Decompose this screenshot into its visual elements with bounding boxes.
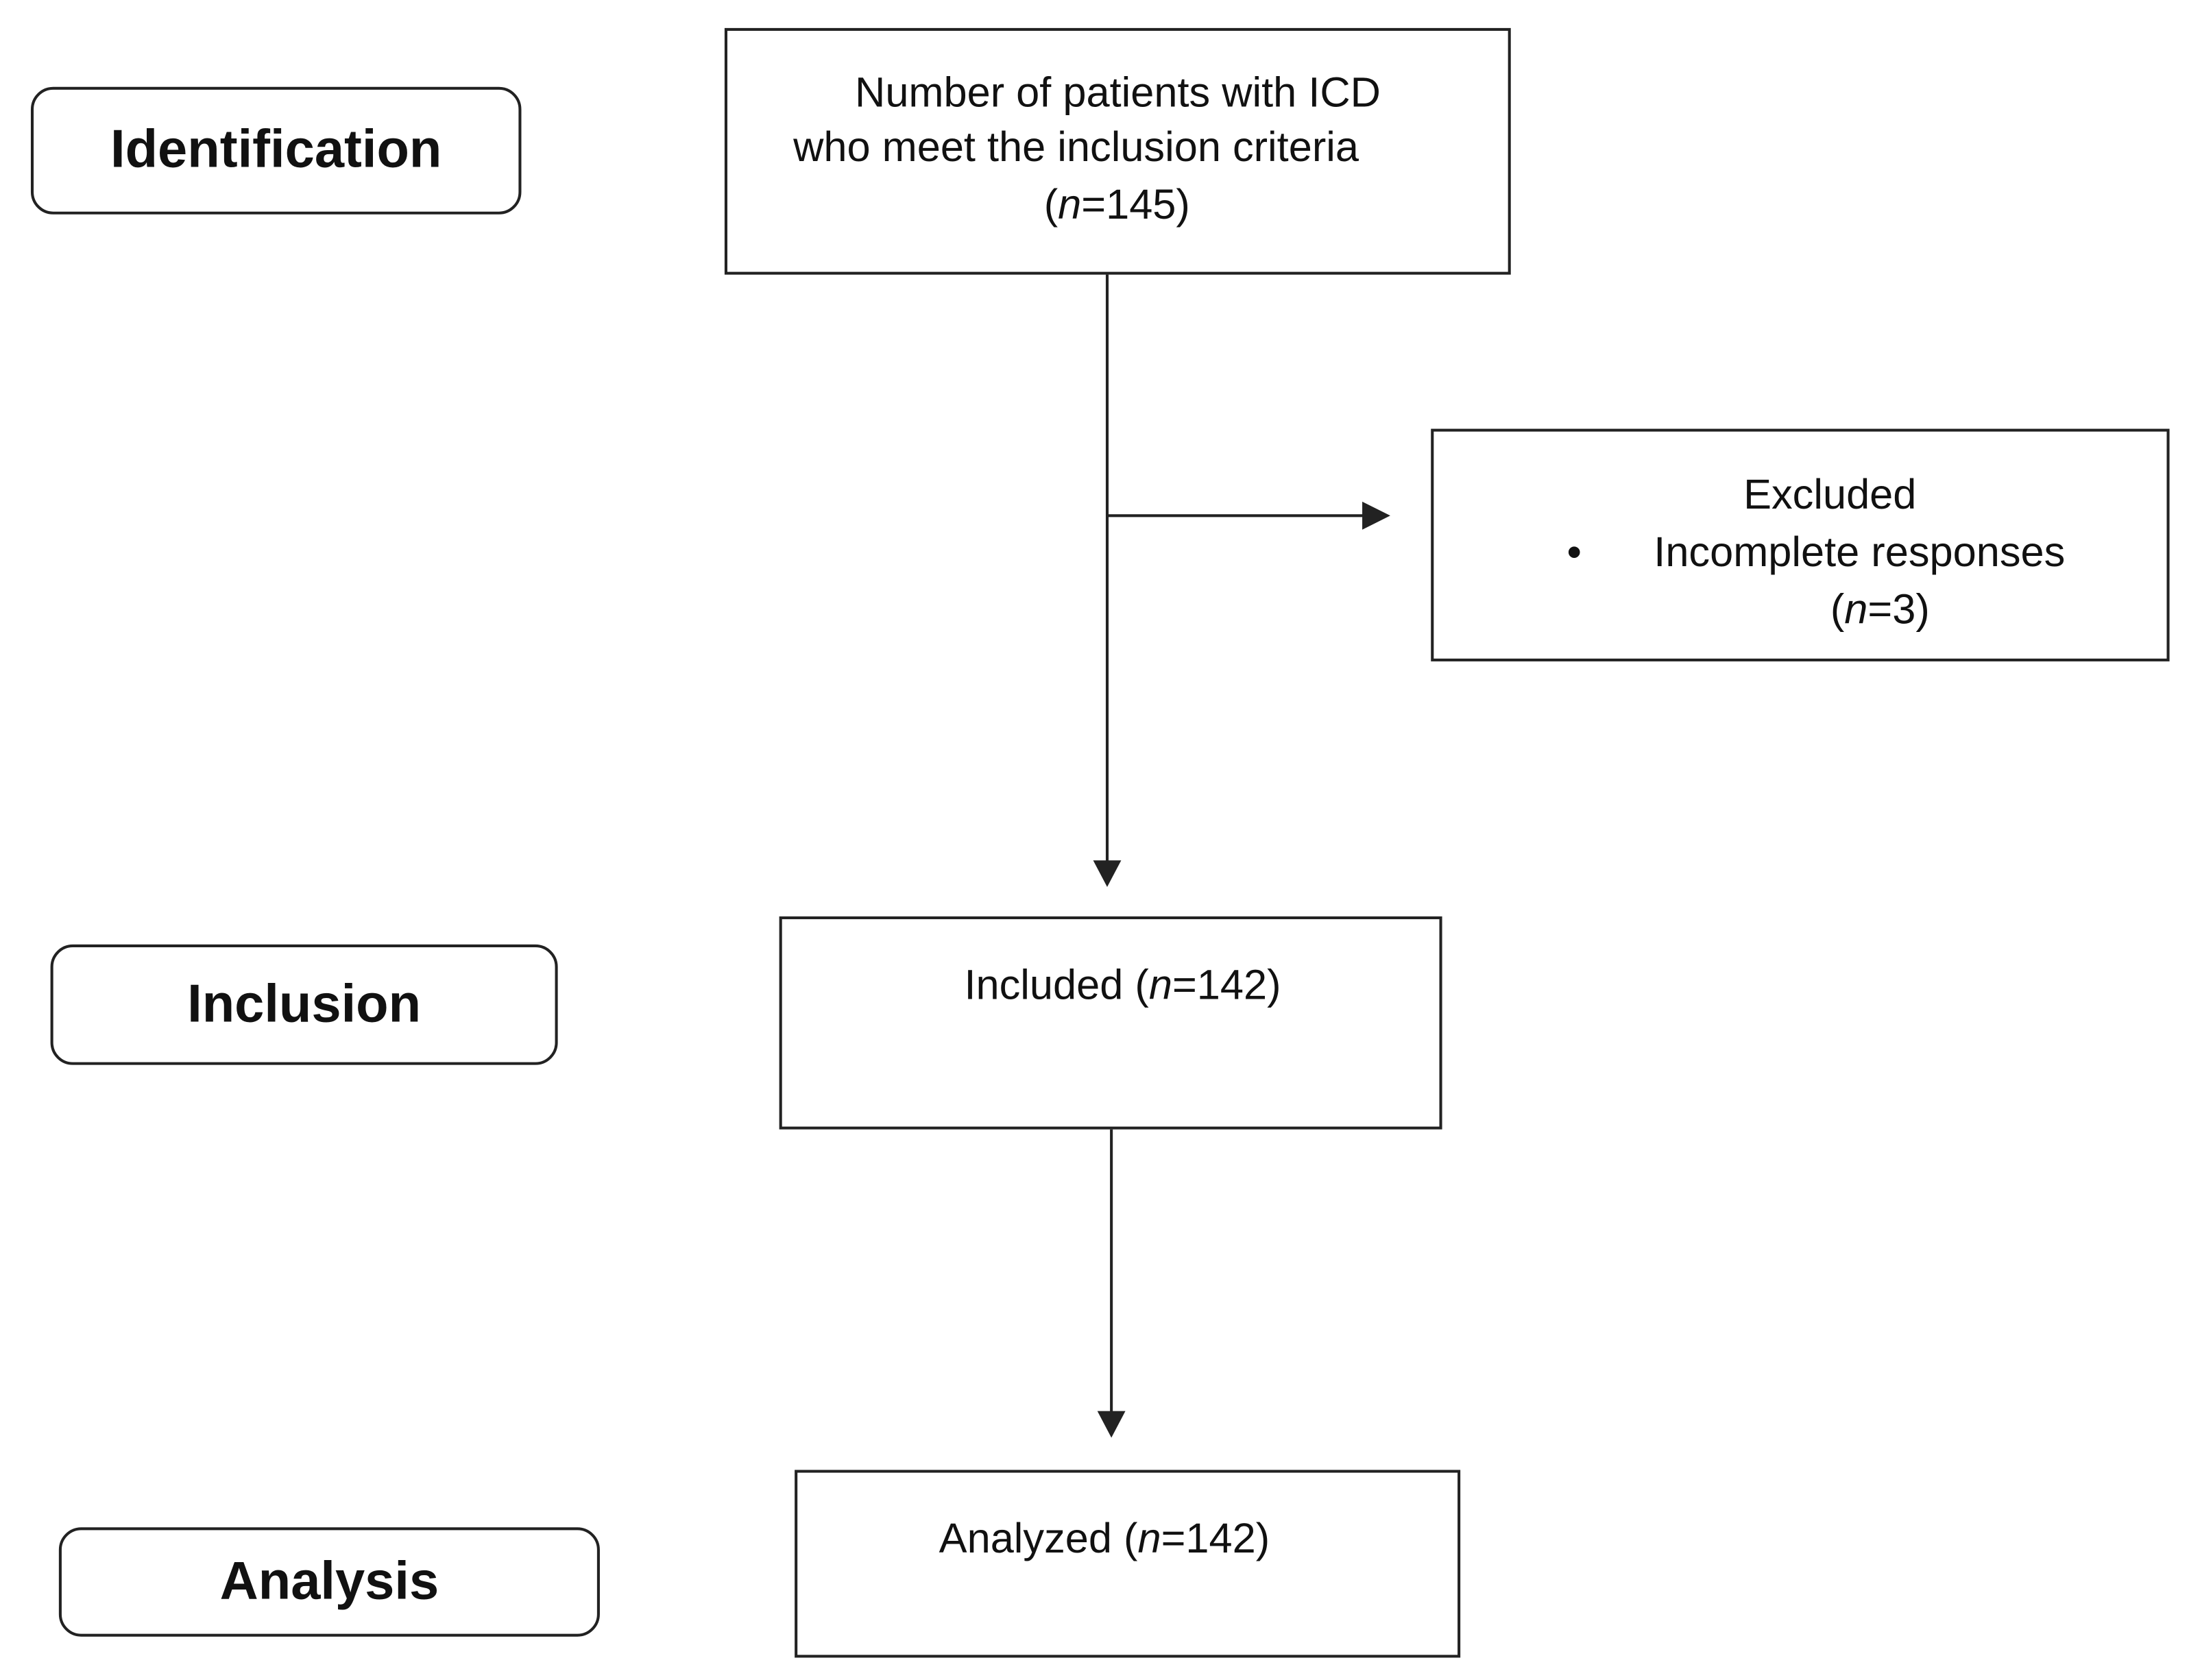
eligible-n-value: =145 [1081,182,1176,229]
eligible-n-symbol: n [1058,182,1082,229]
analyzed-box [795,1470,1461,1658]
arrowhead-analyzed [1097,1411,1126,1438]
excluded-count: (n=3) [1830,587,1930,634]
arrowhead-excluded [1362,501,1390,530]
excluded-n-symbol: n [1844,587,1868,634]
excluded-title: Excluded [1743,472,1917,519]
excluded-bullet: • [1567,529,1582,576]
included-label: Included [964,962,1124,1009]
stage-inclusion: Inclusion [50,944,558,1065]
stage-identification-label: Identification [110,120,442,180]
excluded-reason: Incomplete responses [1654,529,2066,576]
stage-identification: Identification [30,86,522,215]
stage-analysis-label: Analysis [219,1552,439,1611]
stage-analysis: Analysis [58,1527,600,1637]
included-n-symbol: n [1148,962,1172,1009]
excluded-n-value: =3 [1867,587,1916,634]
eligible-count: (n=145) [1043,182,1190,229]
included-box [779,916,1442,1130]
eligible-line-2: who meet the inclusion criteria [793,124,1359,171]
analyzed-text: Analyzed (n=142) [939,1515,1270,1563]
eligible-patients-box [724,27,1511,275]
arrowhead-included [1093,860,1122,888]
included-text: Included (n=142) [964,962,1281,1009]
stage-inclusion-label: Inclusion [187,974,422,1034]
eligible-line-1: Number of patients with ICD [855,70,1381,117]
analyzed-label: Analyzed [939,1515,1112,1563]
analyzed-n-symbol: n [1137,1515,1161,1563]
excluded-box [1431,428,2170,661]
analyzed-n-value: =142 [1161,1515,1256,1563]
included-n-value: =142 [1172,962,1268,1009]
